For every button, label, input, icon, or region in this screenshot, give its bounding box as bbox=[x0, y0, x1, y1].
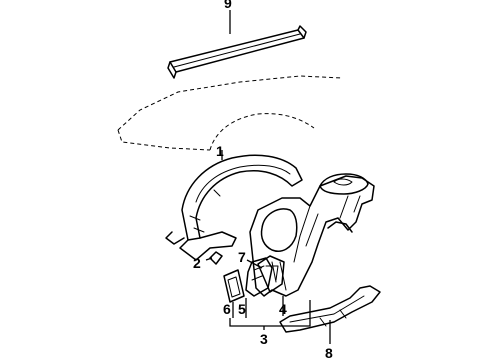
callout-2: 2 bbox=[193, 255, 201, 271]
bracket-part-7 bbox=[257, 255, 285, 293]
frame-rail-part-8 bbox=[279, 285, 381, 333]
fender-phantom-outline bbox=[117, 75, 343, 151]
sill-molding-part-9 bbox=[167, 25, 307, 79]
callout-5: 5 bbox=[238, 301, 246, 317]
callout-7: 7 bbox=[238, 249, 246, 265]
callout-1: 1 bbox=[216, 143, 224, 159]
leader-7 bbox=[246, 259, 263, 269]
callout-3: 3 bbox=[260, 331, 268, 347]
plate-part-6 bbox=[223, 269, 245, 303]
callout-9: 9 bbox=[224, 0, 232, 11]
callout-8: 8 bbox=[325, 345, 333, 360]
callout-4: 4 bbox=[279, 301, 287, 317]
clip-part-2 bbox=[209, 251, 223, 265]
leader-lines bbox=[205, 10, 331, 344]
leader-2 bbox=[205, 257, 213, 261]
callout-6: 6 bbox=[223, 301, 231, 317]
apron-assembly-parts-3-4 bbox=[249, 173, 375, 297]
callout-labels: 9 1 2 7 5 6 4 3 8 bbox=[193, 0, 333, 360]
leader-3-bracket bbox=[229, 300, 311, 330]
wheel-house-liner-part-1 bbox=[165, 154, 303, 261]
